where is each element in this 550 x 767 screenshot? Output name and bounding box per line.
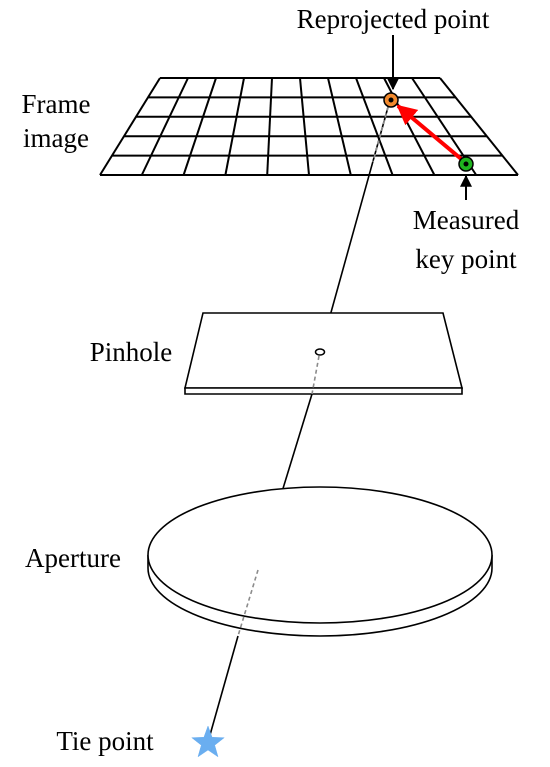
frame-image-label-line1: Frame (22, 89, 91, 119)
aperture-disk (147, 486, 493, 637)
grid-vertical-line (439, 77, 519, 176)
projection-ray-lower (209, 635, 239, 736)
grid-vertical-line (182, 77, 217, 176)
grid-vertical-line (140, 77, 189, 176)
reprojected-point-label: Reprojected point (297, 4, 490, 34)
reprojection-error-arrow (396, 104, 468, 165)
grid-vertical-line (327, 77, 352, 176)
frame-image-grid (99, 77, 519, 176)
pinhole-plate (183, 312, 464, 395)
aperture-label: Aperture (25, 543, 121, 573)
tie-point-label: Tie point (56, 726, 154, 756)
measured-key-point-label-line2: key point (415, 244, 517, 274)
grid-vertical-line (299, 77, 310, 176)
projection-ray-hidden-in-aperture (237, 569, 259, 637)
grid-vertical-line (266, 77, 273, 176)
grid-vertical-line (99, 77, 161, 176)
measured-key-point-label-line1: Measured (413, 205, 520, 235)
pinhole-hole (314, 348, 326, 356)
grid-vertical-line (224, 77, 245, 176)
grid-vertical-line (355, 77, 394, 176)
projection-ray-hidden-upper (372, 99, 391, 163)
star-icon (191, 725, 225, 758)
pinhole-label: Pinhole (90, 337, 173, 367)
frame-image-label-line2: image (23, 123, 89, 153)
